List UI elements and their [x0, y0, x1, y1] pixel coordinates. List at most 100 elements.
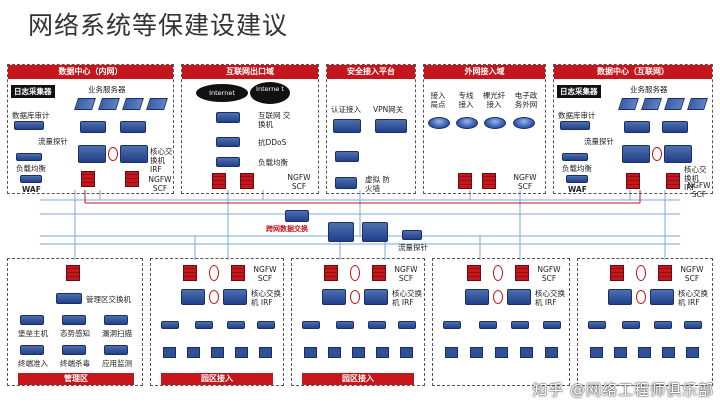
router-icon [428, 117, 450, 129]
situation-label: 态势感知 [60, 329, 90, 338]
bastion-host-icon [20, 315, 44, 325]
pc-icon [187, 347, 200, 358]
core-switch-icon [608, 289, 632, 305]
server-icon [687, 98, 708, 110]
core-switch-icon [328, 222, 354, 242]
load-balance-label: 负载均衡 [562, 164, 592, 173]
pc-icon [163, 347, 176, 358]
access-switch-icon [543, 321, 561, 329]
core-switch-icon [362, 222, 388, 242]
firewall-icon [666, 173, 680, 189]
panel-footer: 管理区 [18, 373, 134, 385]
firewall-icon [125, 171, 139, 187]
switch-icon [120, 121, 146, 133]
core-switch-icon [650, 289, 674, 305]
waf-device-icon [566, 175, 588, 183]
access-switch-icon [257, 321, 275, 329]
irf-link-icon [209, 265, 219, 281]
db-audit-label: 数据库审计 [558, 111, 596, 120]
terminal-av-icon [62, 345, 86, 355]
vuln-scan-label: 漏洞扫描 [102, 329, 132, 338]
irf-link-icon [209, 290, 219, 304]
log-collector-label: 日志采集器 [11, 85, 55, 98]
db-audit-device-icon [14, 121, 44, 130]
core-switch-icon [364, 289, 388, 305]
app-monitor-icon [104, 345, 128, 355]
terminal-access-icon [20, 345, 44, 355]
core-switch-label: 核心交换机 IRF [535, 289, 565, 307]
vuln-scanner-icon [104, 315, 128, 325]
switch-icon [216, 112, 240, 123]
access-switch-icon [511, 321, 529, 329]
internet-cloud-icon: Internet [196, 84, 248, 102]
traffic-probe-icon [402, 230, 422, 240]
switch-icon [624, 121, 650, 133]
server-icon [618, 98, 639, 110]
pc-icon [328, 347, 341, 358]
core-switch-icon [507, 289, 531, 305]
pc-icon [259, 347, 272, 358]
firewall-icon [81, 171, 95, 187]
router-icon [513, 117, 535, 129]
server-icon [74, 98, 96, 110]
panel-campus-3: NGFW SCF 核心交换机 IRF [432, 258, 570, 386]
core-switch-label: 核心交换机 IRF [150, 147, 173, 174]
ngfw-label: NGFW SCF [537, 265, 561, 283]
router-icon [484, 117, 506, 129]
ngfw-label: NGFW SCF [687, 181, 711, 199]
terminal-access-label: 终端准入 [18, 359, 48, 368]
panel-footer: 园区接入 [161, 373, 273, 385]
pc-icon [590, 347, 603, 358]
firewall-icon [324, 265, 338, 281]
cross-exchange-label: 跨网数据交换 [266, 225, 308, 233]
pc-icon [614, 347, 627, 358]
core-switch-label: 核心交换机 IRF [251, 289, 281, 307]
leased-line-label: 专线 接入 [458, 91, 474, 109]
pc-icon [376, 347, 389, 358]
server-icon [664, 98, 685, 110]
core-switch-label: 核心交换机 IRF [392, 289, 422, 307]
terminal-av-label: 终端杀毒 [60, 359, 90, 368]
access-switch-icon [654, 321, 672, 329]
access-switch-icon [398, 321, 416, 329]
pc-icon [470, 347, 483, 358]
irf-link-icon [652, 147, 662, 161]
pc-icon [662, 347, 675, 358]
firewall-icon [658, 265, 672, 281]
internet-cloud-icon: Interne t [250, 82, 290, 104]
firewall-icon [467, 265, 481, 281]
panel-campus-1: NGFW SCF 核心交换机 IRF 园区接入 [150, 258, 284, 386]
irf-link-icon [108, 147, 118, 161]
egov-network-label: 电子政 务外网 [514, 91, 538, 109]
load-balancer-icon [16, 153, 42, 161]
irf-link-icon [493, 290, 503, 304]
firewall-icon [482, 173, 496, 189]
ngfw-label: NGFW SCF [253, 265, 277, 283]
firewall-icon [240, 173, 254, 189]
db-audit-label: 数据库审计 [12, 111, 50, 120]
firewall-icon [610, 265, 624, 281]
ngfw-label: NGFW SCF [394, 265, 418, 283]
access-switch-icon [161, 321, 179, 329]
server-icon [98, 98, 120, 110]
firewall-icon [66, 265, 80, 281]
core-switch-label: 核心交换机 IRF [684, 165, 707, 192]
core-switch-icon [181, 289, 205, 305]
panel-campus-2: NGFW SCF 核心交换机 IRF 园区接入 [291, 258, 425, 386]
load-balancer-icon [562, 153, 588, 161]
pc-icon [520, 347, 533, 358]
irf-link-icon [350, 290, 360, 304]
server-icon [641, 98, 662, 110]
core-switch-icon [322, 289, 346, 305]
vpn-gateway-label: VPN网关 [373, 105, 404, 114]
switch-icon [662, 121, 688, 133]
pc-icon [638, 347, 651, 358]
ngfw-label: NGFW SCF [680, 265, 704, 283]
app-monitor-label: 应用监测 [102, 359, 132, 368]
waf-label: WAF [568, 185, 587, 194]
firewall-icon [183, 265, 197, 281]
server-icon [146, 98, 168, 110]
traffic-probe-label: 流量探针 [38, 137, 68, 146]
panel-footer: 园区接入 [302, 373, 414, 385]
access-switch-icon [622, 321, 640, 329]
